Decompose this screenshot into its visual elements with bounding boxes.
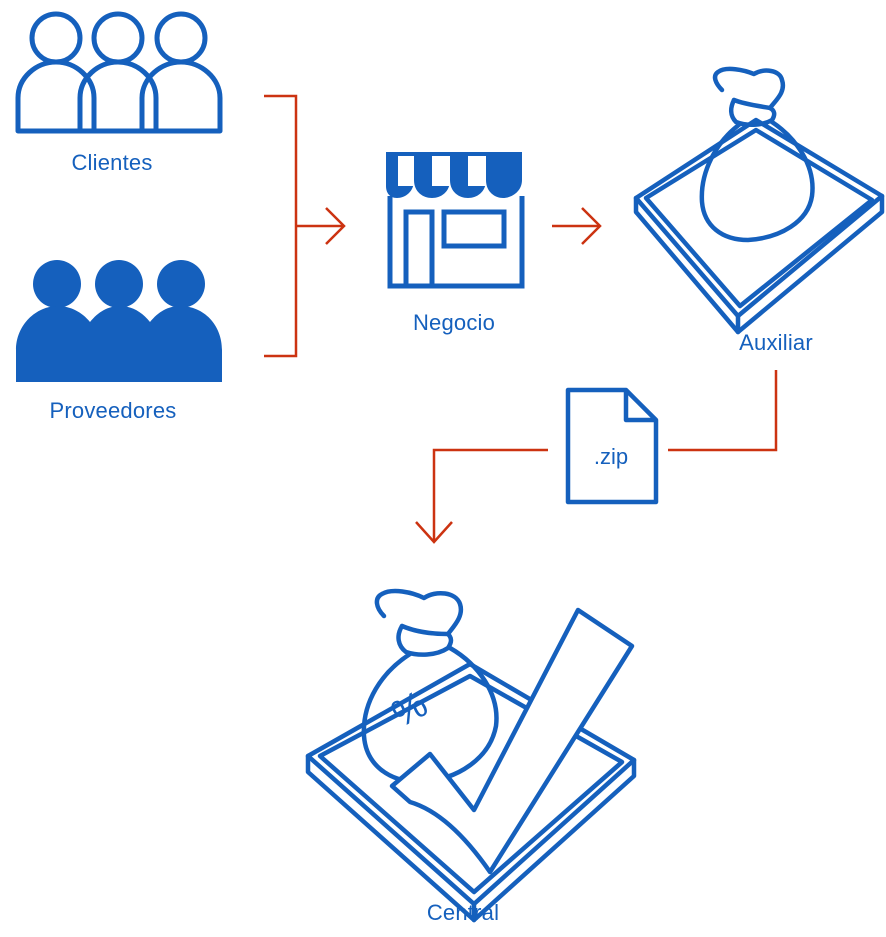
- file-icon: [565, 387, 659, 505]
- money-bag-tray-icon: [633, 66, 885, 335]
- storefront-icon: [386, 152, 525, 289]
- file-label: .zip: [593, 444, 629, 469]
- money-bag-check-icon: [305, 588, 637, 923]
- central-label: Central: [426, 900, 500, 925]
- arrow-auxiliar-central: [415, 370, 778, 544]
- arrow-negocio-auxiliar: [552, 207, 602, 245]
- proveedores-label: Proveedores: [49, 398, 177, 423]
- negocio-label: Negocio: [412, 310, 496, 335]
- auxiliar-label: Auxiliar: [739, 330, 813, 355]
- merge-arrow: [264, 94, 346, 358]
- people-filled-icon: [16, 260, 222, 382]
- clientes-label: Clientes: [71, 150, 153, 175]
- people-outline-icon: [15, 11, 223, 134]
